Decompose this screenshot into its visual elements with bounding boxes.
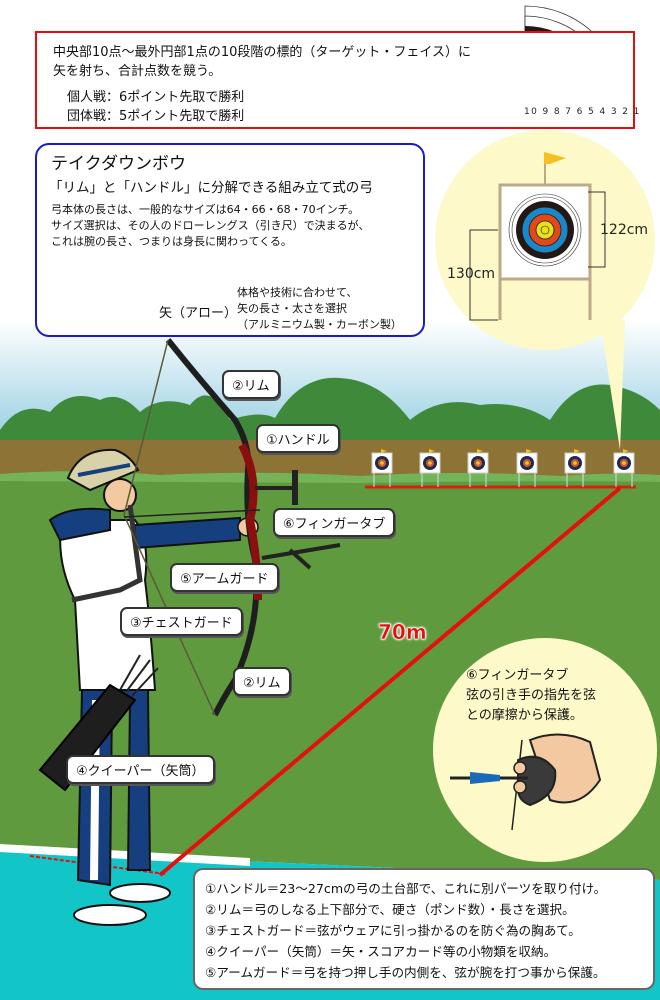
bow-title: テイクダウンボウ [51,154,186,174]
bow-info-panel: テイクダウンボウ 「リム」と「ハンドル」に分解できる組み立て式の弓 弓本体の長さ… [35,143,425,337]
rules-panel: 中央部10点〜最外円部1点の10段階の標的（ターゲット・フェイス）に 矢を射ち、… [35,31,635,129]
bow-desc-line-2: サイズ選択は、その人のドローレングス（引き尺）で決まるが、 [51,219,370,232]
bow-subtitle: 「リム」と「ハンドル」に分解できる組み立て式の弓 [49,180,373,196]
arrow-note: 体格や技術に合わせて、 矢の長さ・太さを選択 （アルミニウム製・カーボン製） [237,285,402,333]
bow-desc-line-3: これは腕の長さ、つまりは身長に関わってくる。 [51,235,292,248]
target-center-height-label: 130cm [447,266,496,282]
arrow-note-line-2: 矢の長さ・太さを選択 [237,302,347,315]
arrow-label: 矢（アロー） [159,306,238,321]
score-scale-labels: 10 9 8 7 6 5 4 3 2 1 [524,107,641,117]
target-face-height-label: 122cm [600,222,649,238]
legend-item-limb: ②リム＝弓のしなる上下部分で、硬さ（ポンド数）・長さを選択。 [205,902,575,917]
rules-line-1: 中央部10点〜最外円部1点の10段階の標的（ターゲット・フェイス）に [53,45,471,60]
rules-description: 中央部10点〜最外円部1点の10段階の標的（ターゲット・フェイス）に 矢を射ち、… [53,43,471,81]
finger-tab-line-2: 弦の引き手の指先を弦 [466,688,597,703]
match-rules: 個人戦：6ポイント先取で勝利 団体戦：5ポイント先取で勝利 [67,88,244,126]
callout-quiver: ④クイーパー（矢筒） [66,755,215,784]
target-stand-illustration [469,152,606,321]
legend-item-quiver: ④クイーパー（矢筒）＝矢・スコアカード等の小物類を収納。 [205,944,557,959]
finger-tab-illustration [450,733,602,831]
legend-item-arm-guard: ⑤アームガード＝弓を持つ押し手の内側を、弦が腕を打つ事から保護。 [205,965,606,980]
distance-label: 70m [378,620,427,645]
team-match-rule: 団体戦：5ポイント先取で勝利 [67,109,245,124]
bow-desc-line-1: 弓本体の長さは、一般的なサイズは64・66・68・70インチ。 [51,203,360,216]
equipment-legend: ①ハンドル＝23〜27cmの弓の土台部で、これに別パーツを取り付け。 ②リム＝弓… [193,868,655,990]
callout-chest-guard: ③チェストガード [120,607,243,636]
legend-item-handle: ①ハンドル＝23〜27cmの弓の土台部で、これに別パーツを取り付け。 [205,881,607,896]
rules-line-2: 矢を射ち、合計点数を競う。 [53,64,222,79]
finger-tab-title: ⑥フィンガータブ [466,668,569,683]
callout-limb-upper: ②リム [222,370,280,399]
legend-item-chest-guard: ③チェストガード＝弦がウェアに引っ掛かるのを防ぐ為の胸あて。 [205,923,581,938]
arrow-note-line-1: 体格や技術に合わせて、 [237,286,358,299]
callout-limb-lower: ②リム [233,667,291,696]
individual-match-rule: 個人戦：6ポイント先取で勝利 [67,90,245,105]
archer-illustration [38,448,259,926]
distant-targets [371,449,635,487]
finger-tab-description: ⑥フィンガータブ 弦の引き手の指先を弦 との摩擦から保護。 [466,666,596,726]
callout-arm-guard: ⑤アームガード [170,563,279,592]
finger-tab-line-3: との摩擦から保護。 [466,708,583,723]
bow-description: 弓本体の長さは、一般的なサイズは64・66・68・70インチ。 サイズ選択は、そ… [51,202,369,250]
callout-handle: ①ハンドル [256,424,340,453]
callout-finger-tab: ⑥フィンガータブ [273,508,396,537]
arrow-note-line-3: （アルミニウム製・カーボン製） [237,318,402,331]
